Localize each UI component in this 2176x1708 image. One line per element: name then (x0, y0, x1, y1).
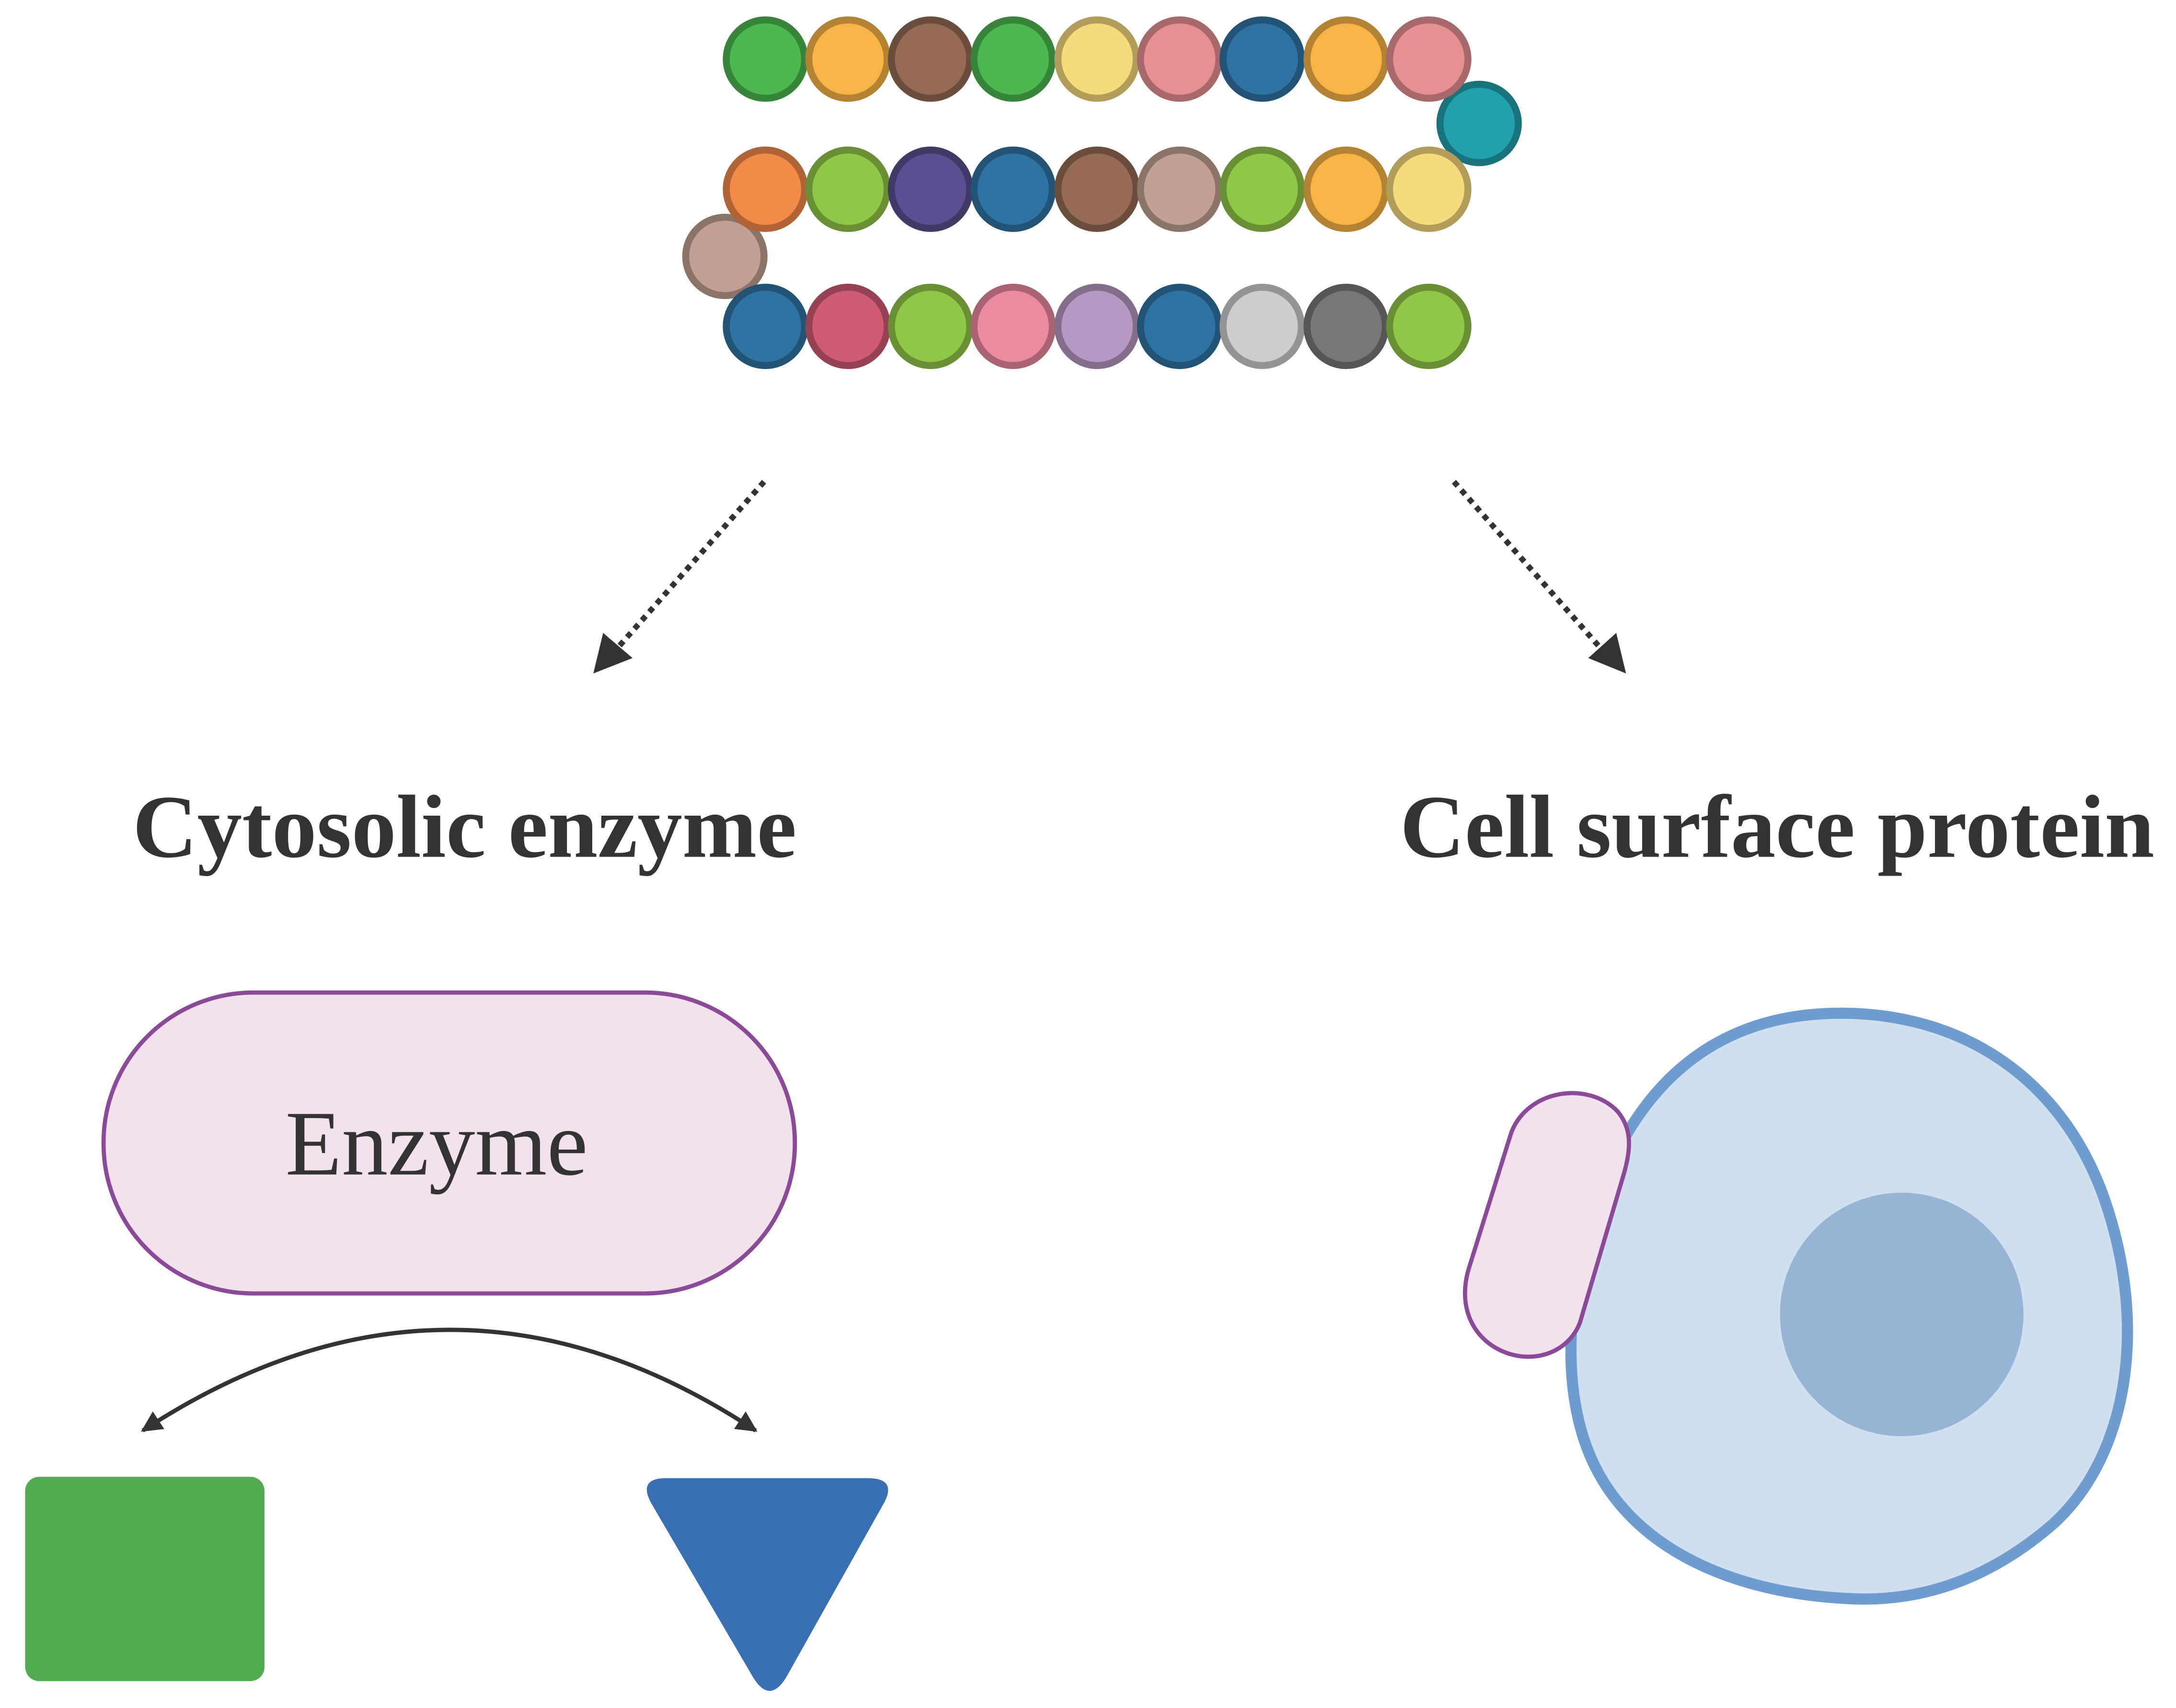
cell-surface-protein-title: Cell surface protein (1400, 777, 2154, 877)
chain-bead (723, 16, 808, 102)
chain-bead (1303, 16, 1389, 102)
chain-bead (805, 16, 891, 102)
chain-bead (1386, 283, 1472, 369)
chain-bead (1386, 16, 1472, 102)
chain-bead (887, 283, 974, 369)
chain-bead (1054, 16, 1140, 102)
cell-icon (1462, 1007, 2133, 1605)
dotted-arrow-right (1451, 480, 1626, 674)
chain-bead (1137, 146, 1222, 232)
chain-bead (1137, 283, 1222, 369)
chain-connector-bead (682, 213, 768, 300)
cytosolic-enzyme-title: Cytosolic enzyme (133, 777, 797, 877)
chain-bead (1303, 146, 1389, 232)
chain-bead (805, 146, 891, 232)
reaction-arrow (141, 1327, 758, 1432)
chain-bead (1054, 283, 1140, 369)
chain-bead (970, 283, 1056, 369)
chain-bead (1220, 283, 1305, 369)
chain-bead (1303, 283, 1389, 369)
chain-bead (970, 146, 1056, 232)
chain-bead (1220, 146, 1305, 232)
enzyme-label: Enzyme (285, 1092, 587, 1195)
green-square-icon (25, 1477, 265, 1681)
chain-bead (887, 16, 974, 102)
cell-nucleus (1780, 1192, 2024, 1436)
surface-protein (1462, 1091, 1631, 1359)
chain-bead (723, 146, 808, 232)
chain-bead (1137, 16, 1222, 102)
amino-acid-chain-icon (682, 16, 1522, 369)
blue-triangle-icon (646, 1478, 888, 1691)
chain-bead (1386, 146, 1472, 232)
chain-bead (805, 283, 891, 369)
enzyme-pill (101, 990, 797, 1296)
chain-bead (887, 146, 974, 232)
chain-bead (970, 16, 1056, 102)
chain-connector-bead (1436, 81, 1522, 166)
chain-bead (1054, 146, 1140, 232)
chain-bead (723, 283, 808, 369)
chain-bead (1220, 16, 1305, 102)
dotted-arrow-left (593, 480, 766, 674)
